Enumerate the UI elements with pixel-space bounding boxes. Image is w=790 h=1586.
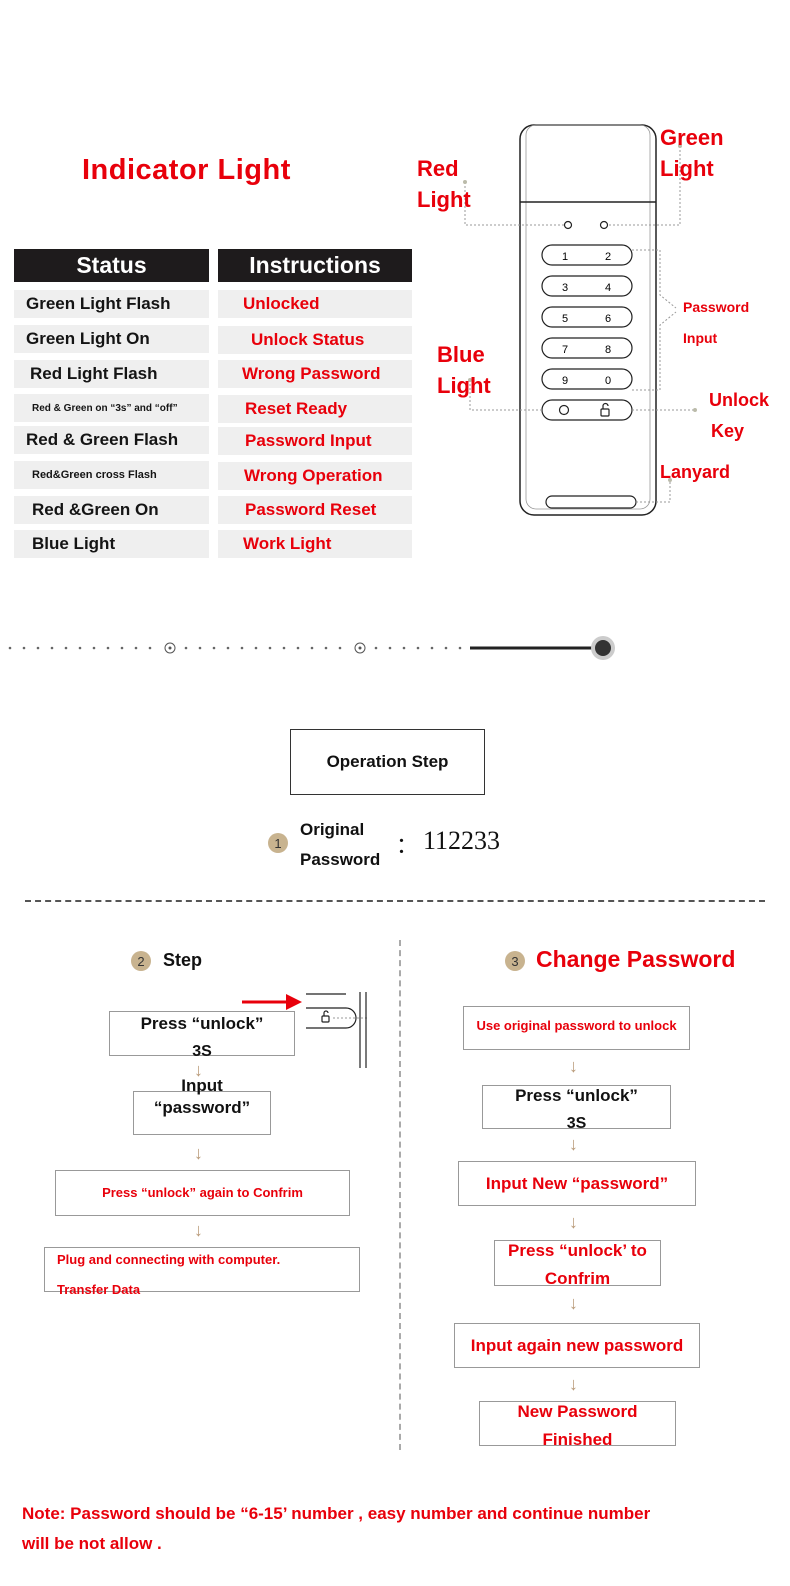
red-led-icon	[563, 220, 573, 230]
instruction-cell: Password Input	[218, 427, 412, 455]
arrow-down-icon: ↓	[569, 1374, 578, 1394]
step3-box-input-again: Input again new password	[454, 1323, 700, 1368]
indicator-title: Indicator Light	[82, 154, 291, 186]
step-2-title: Step	[163, 950, 203, 970]
step3-box-press-unlock: Press “unlock” 3S	[482, 1085, 671, 1132]
green-led-icon	[599, 220, 609, 230]
instructions-header: Instructions	[218, 249, 412, 282]
keypad-key-label: 4	[605, 282, 611, 294]
password-note: Note: Password should be “6-15’ number ,…	[22, 1504, 651, 1553]
step2-box-confirm: Press “unlock” again to Confrim	[55, 1170, 350, 1216]
green-light-label: Green Light	[660, 125, 724, 181]
status-cell: Red &Green On	[14, 496, 209, 524]
status-cell: Blue Light	[14, 530, 209, 558]
step-3-number: 3	[505, 951, 525, 971]
original-password-label: Original Password	[300, 820, 381, 869]
password-input-label: Password Input	[683, 299, 750, 346]
section-divider	[25, 900, 765, 902]
padlock-icon	[600, 402, 610, 417]
instruction-cell: Wrong Password	[218, 360, 412, 388]
keypad-key-label: 7	[562, 344, 568, 356]
device-illustration: 1 2 3 4 5 6 7 8 9 0	[463, 124, 697, 516]
keypad-key-label: 2	[605, 251, 611, 263]
step-3-title: Change Password	[536, 946, 736, 972]
padlock-icon	[321, 1010, 330, 1023]
keypad-key-label: 3	[562, 282, 568, 294]
step3-box-confirm: Press “unlock’ to Confrim	[494, 1240, 661, 1288]
keypad-key-label: 9	[562, 375, 568, 387]
keypad-key-label: 8	[605, 344, 611, 356]
colon: ：	[396, 833, 419, 858]
step3-box-finished: New Password Finished	[479, 1401, 676, 1449]
status-cell: Green Light On	[14, 325, 209, 353]
step-2-number: 2	[131, 951, 151, 971]
dotted-divider	[8, 636, 615, 660]
keypad-key-label: 6	[605, 313, 611, 325]
unlock-key-button	[541, 399, 633, 421]
keypad-key-label: 0	[605, 375, 611, 387]
circle-icon	[558, 404, 570, 416]
unlock-key-label: Unlock Key	[709, 390, 770, 441]
instruction-cell: Reset Ready	[218, 395, 412, 423]
step-1-number: 1	[268, 833, 288, 853]
step2-box-input-password: Input “password”	[133, 1076, 271, 1135]
status-cell: Red&Green cross Flash	[14, 461, 209, 489]
keypad-key-label: 5	[562, 313, 568, 325]
red-arrow-icon	[286, 994, 302, 1010]
column-divider	[399, 940, 401, 1450]
status-cell: Red & Green Flash	[14, 426, 209, 454]
instruction-cell: Password Reset	[218, 496, 412, 524]
instruction-cell: Unlocked	[218, 290, 412, 318]
arrow-down-icon: ↓	[194, 1220, 203, 1240]
step3-box-unlock: Use original password to unlock	[463, 1006, 690, 1050]
lanyard-label: Lanyard	[660, 462, 731, 482]
arrow-down-icon: ↓	[569, 1056, 578, 1076]
status-cell: Red & Green on “3s” and “off”	[14, 394, 209, 422]
original-password-value: 112233	[423, 826, 501, 855]
red-light-label: Red Light	[417, 156, 471, 212]
step2-box-transfer: Plug and connecting with computer. Trans…	[44, 1247, 360, 1297]
arrow-down-icon: ↓	[194, 1060, 203, 1080]
keypad-key-label: 1	[562, 251, 568, 263]
step2-box-press-unlock: Press “unlock” 3S	[109, 1011, 295, 1060]
arrow-down-icon: ↓	[569, 1134, 578, 1154]
arrow-down-icon: ↓	[569, 1212, 578, 1232]
unlock-key-detail	[242, 992, 368, 1068]
instruction-cell: Wrong Operation	[218, 462, 412, 490]
status-cell: Red Light Flash	[14, 360, 209, 388]
lanyard-slot	[545, 495, 637, 509]
instruction-cell: Unlock Status	[218, 326, 412, 354]
operation-step-title: Operation Step	[290, 729, 485, 795]
blue-light-label: Blue Light	[437, 342, 491, 398]
arrow-down-icon: ↓	[569, 1293, 578, 1313]
step3-box-input-new: Input New “password”	[458, 1161, 696, 1206]
status-cell: Green Light Flash	[14, 290, 209, 318]
instruction-cell: Work Light	[218, 530, 412, 558]
arrow-down-icon: ↓	[194, 1143, 203, 1163]
status-header: Status	[14, 249, 209, 282]
